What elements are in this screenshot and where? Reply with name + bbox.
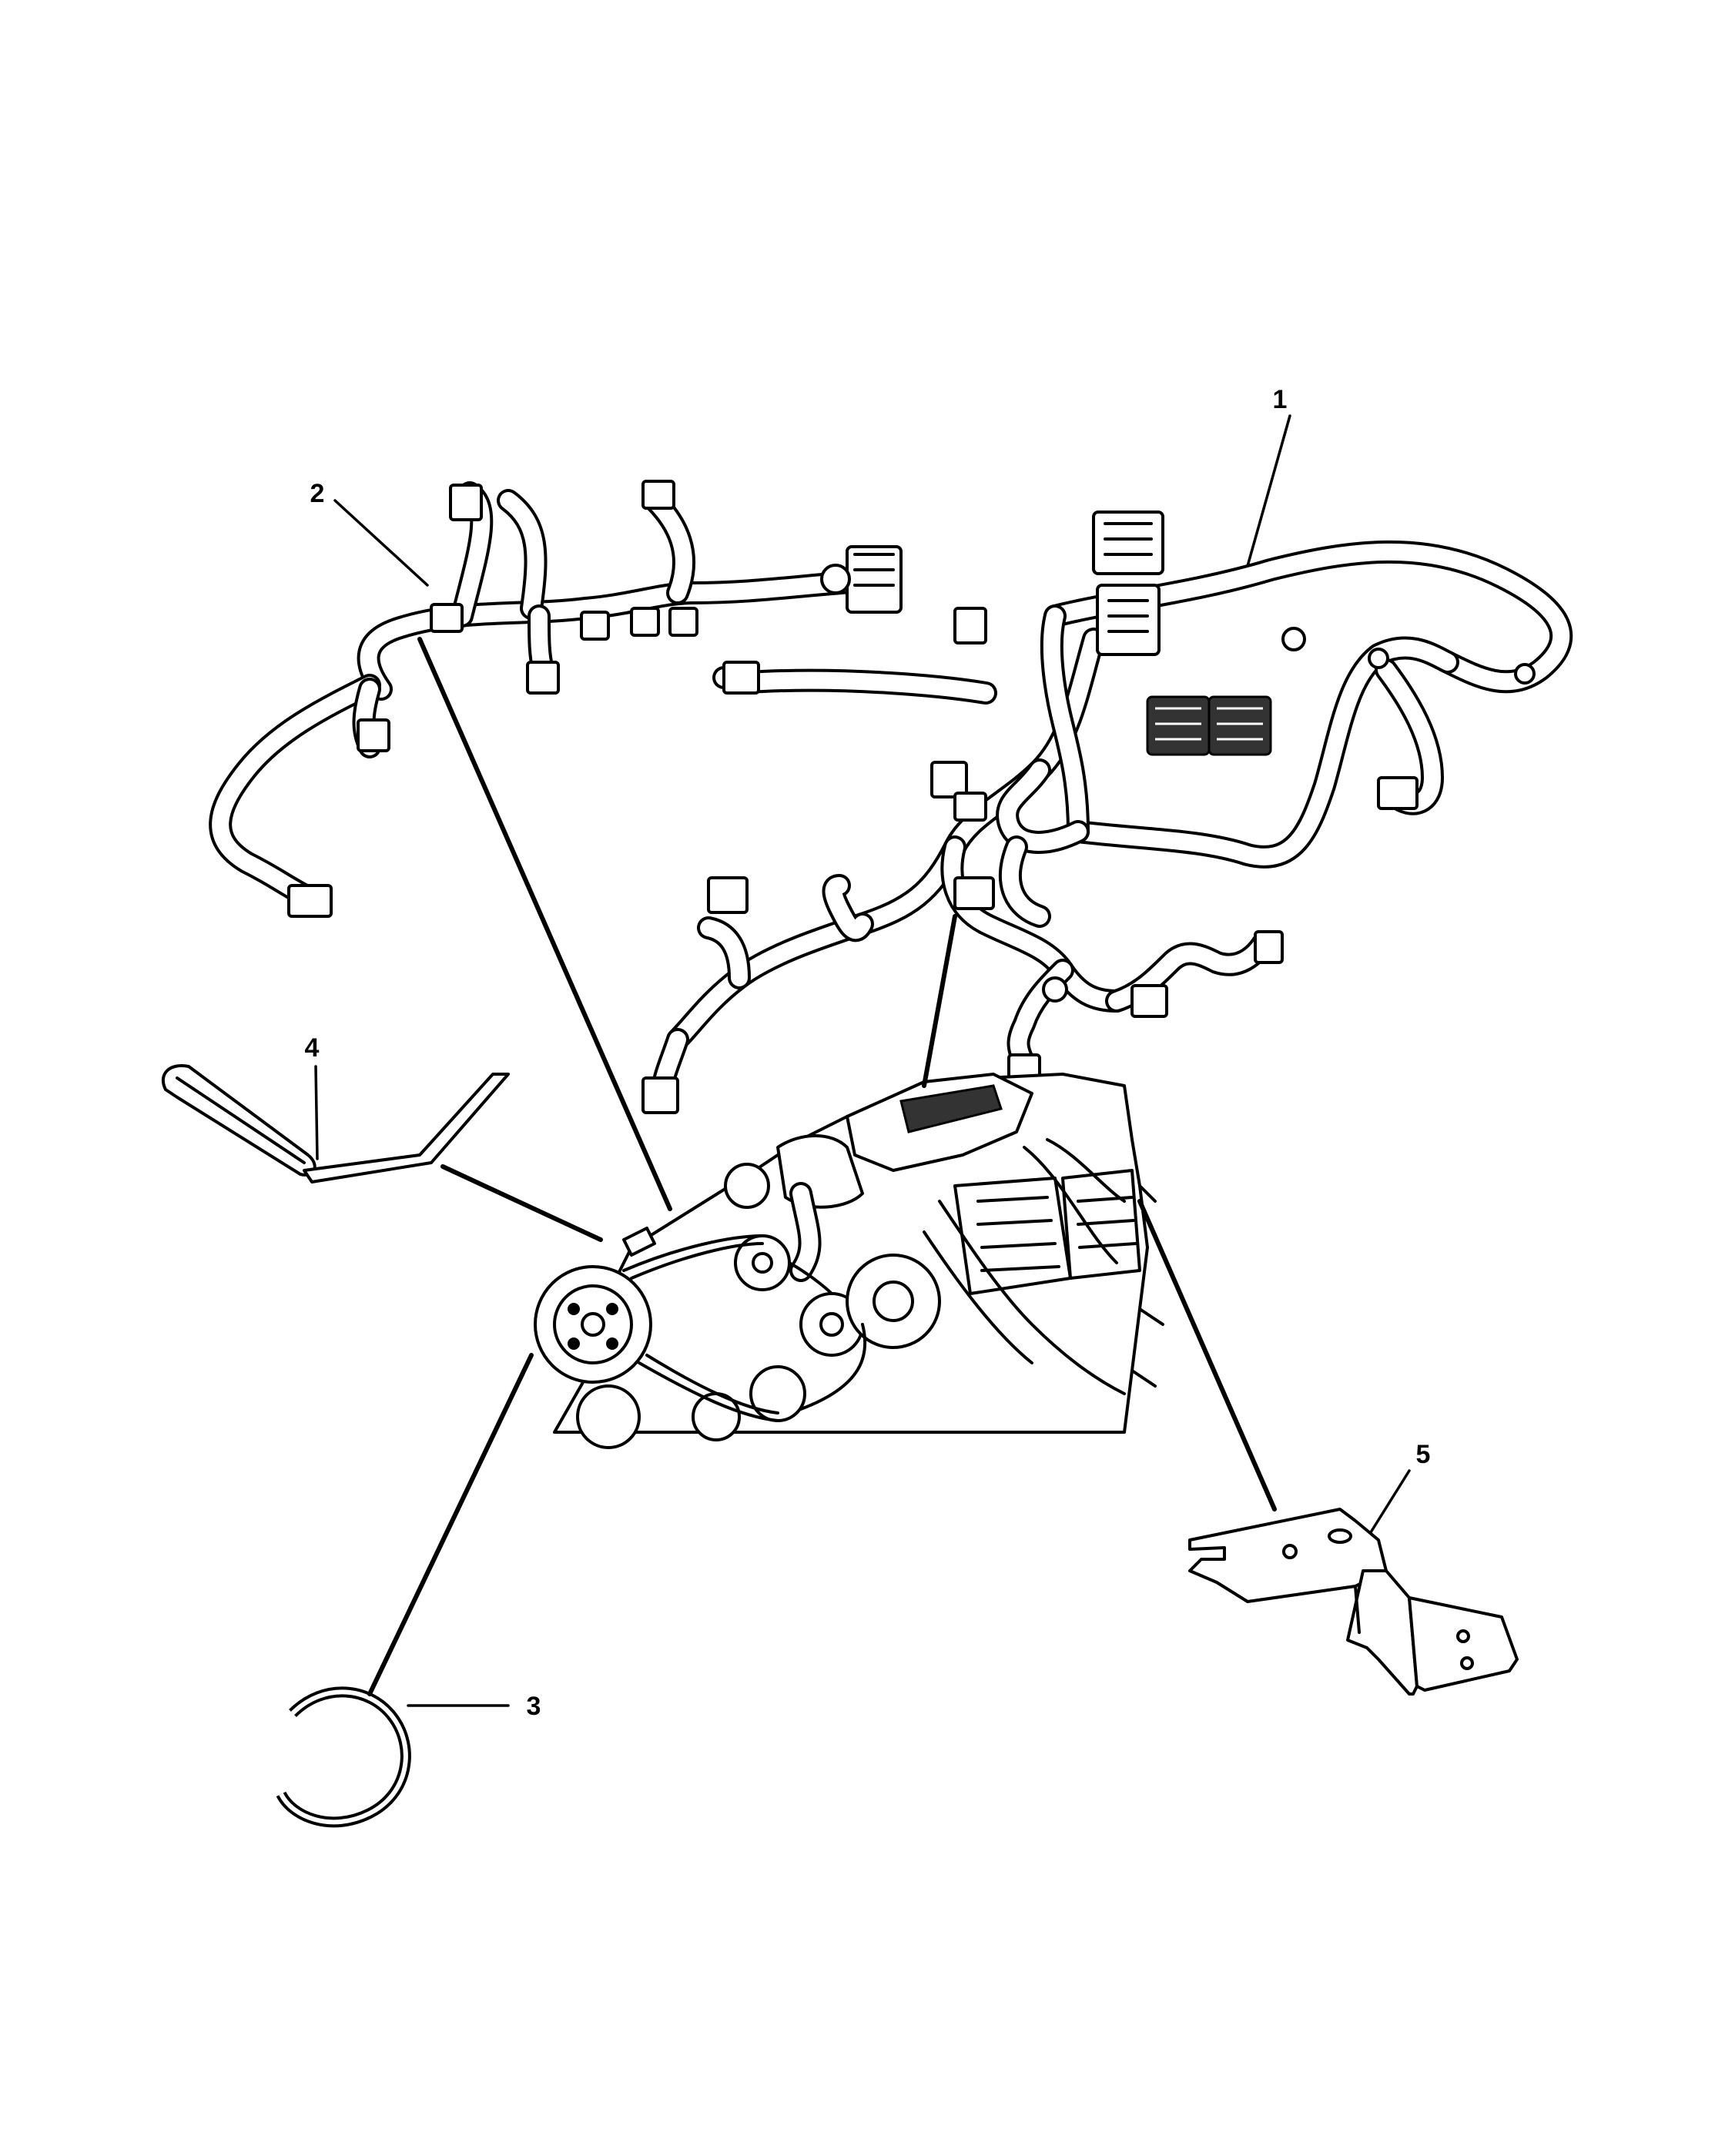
grommet-icon [1042,976,1068,1003]
callout-1: 1 [1246,385,1291,567]
connector-icon [1092,511,1164,575]
leader-line-5-to-engine [1137,1199,1277,1512]
grommet-icon [1368,648,1389,669]
connector-icon [953,607,987,644]
engine-assembly [534,1073,1164,1449]
harness-strap [161,1064,510,1183]
callout-label-5: 5 [1416,1440,1431,1469]
connector-icon [630,607,660,637]
thermostat-icon [724,1163,770,1209]
connector-icon [953,792,987,822]
callout-2: 2 [310,479,429,587]
callout-5: 5 [1369,1440,1431,1534]
connector-icon [430,603,464,633]
mounting-bracket [1188,1508,1519,1696]
pulley-icon [576,1384,641,1449]
leader-line-3-to-engine [367,1353,534,1696]
connector-icon [641,1076,679,1114]
callout-label-4: 4 [305,1033,320,1063]
connector-icon [641,480,675,510]
callout-label-1: 1 [1273,385,1288,414]
callout-4: 4 [305,1033,320,1160]
connector-icon [953,876,995,910]
main-wiring-harness [641,511,1573,1114]
leader-lines [367,637,1277,1696]
connector-icon [1254,930,1284,964]
connector-icon [1377,776,1419,810]
connector-icon [1096,584,1161,656]
connector-icon [287,884,333,918]
pcm-connector-icon [1208,695,1272,756]
connector-icon [722,661,760,695]
connector-icon [668,607,698,637]
callout-3: 3 [407,1692,541,1721]
connector-icon [357,718,390,752]
connector-icon [449,484,483,521]
connector-icon [820,564,851,594]
connector-icon [707,876,749,914]
connector-icon [526,661,560,695]
leader-line-4-to-engine [440,1164,603,1242]
connector-icon [846,545,903,614]
callout-label-3: 3 [527,1692,541,1721]
retaining-ring [276,1686,411,1828]
leader-line-1-to-engine [922,914,957,1088]
grommet-icon [1514,663,1536,685]
pcm-connector-icon [1146,695,1211,756]
connector-icon [1130,984,1168,1018]
left-wiring-harness [209,480,903,918]
callouts: 1 2 3 4 5 [305,385,1431,1721]
connector-icon [580,611,610,641]
leader-line-2-to-engine [417,637,672,1211]
grommet-icon [1281,627,1306,651]
callout-label-2: 2 [310,479,325,508]
connector-icon [930,761,968,798]
